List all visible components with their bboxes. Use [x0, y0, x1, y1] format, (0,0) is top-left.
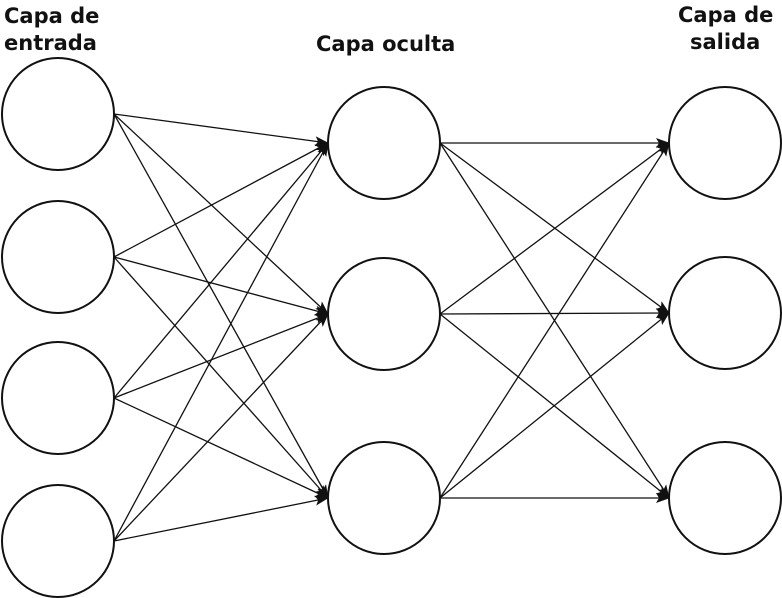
- hidden-layer-title: Capa oculta: [316, 32, 455, 56]
- output-layer-title-line-1: Capa de: [678, 3, 773, 27]
- edge-input-4-to-hidden-1: [113, 142, 329, 542]
- edge-input-1-to-hidden-3: [113, 113, 329, 499]
- input-layer-title-line-2: entrada: [4, 31, 97, 55]
- edge-input-1-to-hidden-1: [113, 113, 329, 147]
- edge-input-4-to-hidden-3: [113, 495, 329, 542]
- edge-input-2-to-hidden-3: [113, 256, 329, 499]
- hidden-node-2: [327, 257, 441, 371]
- edge-input-1-to-hidden-2: [113, 113, 329, 315]
- output-layer-title-line-2: salida: [690, 30, 760, 54]
- input-node-4: [1, 484, 115, 598]
- edge-input-2-to-hidden-2: [113, 256, 329, 316]
- edge-hidden-2-to-output-1: [439, 142, 670, 315]
- edge-hidden-3-to-output-1: [439, 142, 670, 499]
- input-node-1: [1, 57, 115, 171]
- output-node-1: [668, 86, 782, 200]
- edge-input-3-to-hidden-1: [113, 142, 329, 399]
- input-node-2: [1, 200, 115, 314]
- edge-input-3-to-hidden-3: [113, 397, 329, 499]
- output-node-2: [668, 256, 782, 370]
- edge-input-2-to-hidden-1: [113, 142, 329, 258]
- hidden-node-1: [327, 86, 441, 200]
- input-layer-title-line-1: Capa de: [4, 4, 99, 28]
- nodes: [1, 57, 782, 598]
- hidden-node-3: [327, 441, 441, 555]
- edge-input-3-to-hidden-2: [113, 313, 329, 399]
- edge-hidden-2-to-output-2: [439, 308, 670, 319]
- input-node-3: [1, 341, 115, 455]
- output-node-3: [668, 441, 782, 555]
- edge-input-4-to-hidden-2: [113, 313, 329, 542]
- edge-hidden-3-to-output-2: [439, 312, 670, 499]
- connections: [113, 113, 670, 542]
